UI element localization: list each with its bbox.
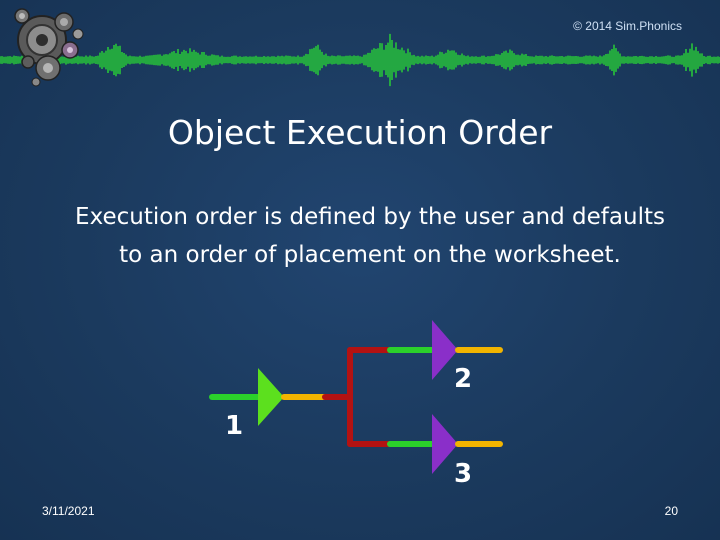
object-1-label: 1 [225,411,243,441]
copyright-notice: © 2014 Sim.Phonics [573,19,682,33]
object-3-label: 3 [454,459,472,489]
page-number: 20 [664,504,678,518]
footer-date: 3/11/2021 [42,504,95,518]
waveform-banner [0,8,720,87]
object-1-icon [258,368,284,426]
object-2-label: 2 [454,364,472,394]
waveform [0,33,720,87]
slide-body-text: Execution order is defined by the user a… [75,204,665,268]
slide-title: Object Execution Order [167,113,553,152]
execution-order-diagram: 1 2 3 [209,320,503,489]
object-3-icon [432,414,458,474]
speaker-collage-icon [14,8,84,87]
object-2-icon [432,320,458,380]
waveform-trace [0,33,720,87]
